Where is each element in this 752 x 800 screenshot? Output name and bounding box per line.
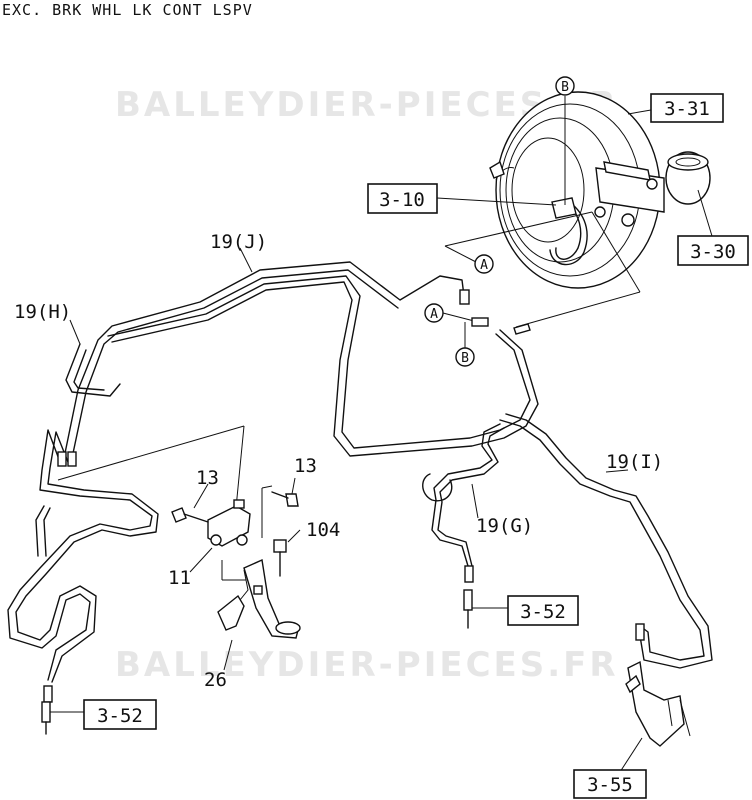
diagram-title: EXC. BRK WHL LK CONT LSPV [2,1,253,19]
svg-text:3-55: 3-55 [587,774,633,796]
watermark-bottom: BALLEYDIER-PIECES.FR [115,645,619,685]
bolt-13-right [271,491,299,507]
svg-text:3-10: 3-10 [379,189,425,211]
svg-text:B: B [461,351,469,366]
svg-text:A: A [430,307,438,322]
label-104: 104 [306,519,340,541]
label-13-left: 13 [196,467,219,489]
leader-lines [46,96,713,773]
hose-front-right [463,589,473,629]
label-19j: 19(J) [210,231,267,253]
bolt-104 [273,539,287,577]
pipe-19h [7,343,159,683]
label-19h: 19(H) [14,301,71,323]
marker-b-mid: B [455,347,475,367]
svg-text:3-30: 3-30 [690,241,736,263]
label-13-right: 13 [294,455,317,477]
svg-text:3-52: 3-52 [97,705,143,727]
booster-lines [549,197,588,266]
svg-text:3-52: 3-52 [520,601,566,623]
callout-3-31: 3-31 [650,93,724,123]
callout-3-55: 3-55 [573,769,647,799]
label-26: 26 [204,669,227,691]
svg-text:A: A [480,258,488,273]
callout-3-52-left: 3-52 [83,699,157,730]
callout-3-10: 3-10 [367,183,438,214]
label-19g: 19(G) [476,515,533,537]
bolt-13-left [171,507,209,523]
label-19i: 19(I) [606,451,663,473]
lspv-valve [207,499,251,547]
svg-text:B: B [561,80,569,95]
pipe-19j [63,261,539,459]
hose-front-left [41,701,51,735]
label-11: 11 [168,567,191,589]
marker-b-top: B [555,76,575,96]
callout-3-52-right: 3-52 [507,595,579,626]
rear-bracket [625,660,691,747]
marker-a-mid: A [424,303,444,323]
pipe-19i [499,413,713,669]
pipe-19g [422,423,505,567]
marker-a-top: A [474,254,494,274]
pipe-fittings [43,289,645,703]
master-cylinder [594,151,711,227]
svg-text:3-31: 3-31 [664,98,710,120]
callout-3-30: 3-30 [677,235,749,266]
bracket-26 [217,558,301,639]
